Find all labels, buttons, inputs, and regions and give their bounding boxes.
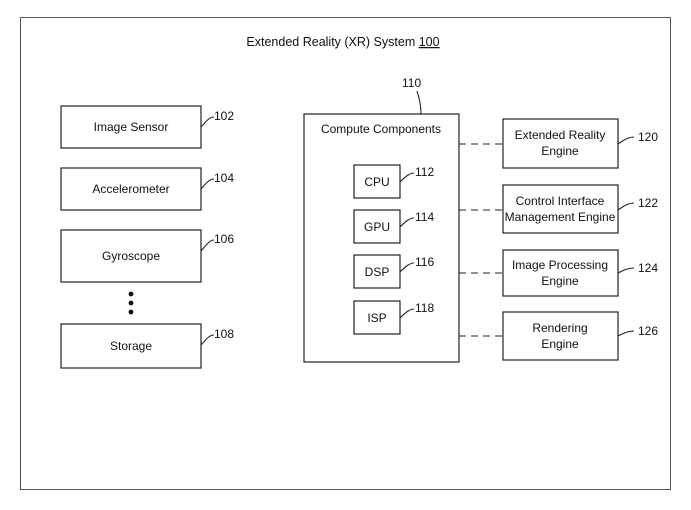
- system-ref: 100: [419, 35, 440, 49]
- engine-extended-reality: Extended Reality Engine 120: [502, 118, 658, 169]
- isp-leader: [399, 308, 415, 319]
- cpu-leader: [399, 172, 415, 183]
- gpu-leader: [399, 217, 415, 228]
- storage-label: Storage: [110, 339, 152, 353]
- rendering-engine-leader: [617, 330, 635, 337]
- isp-box: [353, 300, 401, 335]
- rendering-engine-box: [502, 311, 619, 361]
- control-interface-engine-ref: 122: [638, 196, 658, 210]
- gpu-box: [353, 209, 401, 244]
- dsp-ref: 116: [415, 255, 434, 269]
- image-processing-engine-ref: 124: [638, 261, 658, 275]
- isp-label: ISP: [367, 311, 386, 325]
- compute-components-leader: [416, 90, 422, 115]
- isp-ref: 118: [415, 301, 434, 315]
- cpu-label: CPU: [364, 175, 389, 189]
- sensor-storage: Storage 108: [60, 323, 234, 369]
- extended-reality-engine-label-line2: Engine: [541, 144, 579, 158]
- control-interface-engine-label-line2: Management Engine: [505, 210, 616, 224]
- extended-reality-engine-label-line1: Extended Reality: [515, 128, 606, 142]
- control-interface-engine-leader: [617, 202, 635, 211]
- compute-components-label: Compute Components: [321, 122, 441, 136]
- gpu-ref: 114: [415, 210, 434, 224]
- extended-reality-engine-ref: 120: [638, 130, 658, 144]
- accelerometer-leader: [200, 178, 215, 190]
- image-sensor-ref: 102: [214, 109, 234, 123]
- gyroscope-leader: [200, 239, 215, 252]
- extended-reality-engine-box: [502, 118, 619, 169]
- extended-reality-engine-leader: [617, 136, 635, 145]
- dsp-label: DSP: [365, 265, 390, 279]
- gyroscope-box: [60, 229, 202, 283]
- engine-control-interface: Control Interface Management Engine 122: [502, 184, 658, 234]
- control-interface-engine-label-line1: Control Interface: [516, 194, 605, 208]
- engine-rendering: Rendering Engine 126: [502, 311, 658, 361]
- storage-ref: 108: [214, 327, 234, 341]
- control-interface-engine-box: [502, 184, 619, 234]
- gpu-label: GPU: [364, 220, 390, 234]
- image-sensor-box: [60, 105, 202, 149]
- sensor-accelerometer: Accelerometer 104: [60, 167, 234, 211]
- rendering-engine-label-line1: Rendering: [532, 321, 587, 335]
- image-processing-engine-box: [502, 249, 619, 297]
- sensor-gyroscope: Gyroscope 106: [60, 229, 234, 283]
- accelerometer-label: Accelerometer: [92, 182, 169, 196]
- ellipsis-dots: [128, 291, 134, 315]
- gyroscope-ref: 106: [214, 232, 234, 246]
- sensor-image-sensor: Image Sensor 102: [60, 105, 234, 149]
- image-sensor-leader: [200, 116, 215, 128]
- engine-image-processing: Image Processing Engine 124: [502, 249, 658, 297]
- system-title: Extended Reality (XR) System 100: [246, 35, 439, 49]
- accelerometer-ref: 104: [214, 171, 234, 185]
- cpu-ref: 112: [415, 165, 434, 179]
- image-processing-engine-label-line2: Engine: [541, 274, 579, 288]
- dsp-box: [353, 254, 401, 289]
- image-processing-engine-label-line1: Image Processing: [512, 258, 608, 272]
- cpu-box: [353, 164, 401, 199]
- compute-components: Compute Components 110 CPU 112 GPU 114 D…: [303, 76, 460, 363]
- image-sensor-label: Image Sensor: [94, 120, 169, 134]
- image-processing-engine-leader: [617, 267, 635, 274]
- storage-box: [60, 323, 202, 369]
- gyroscope-label: Gyroscope: [102, 249, 160, 263]
- rendering-engine-ref: 126: [638, 324, 658, 338]
- dsp-leader: [399, 262, 415, 273]
- compute-components-ref: 110: [402, 76, 421, 90]
- rendering-engine-label-line2: Engine: [541, 337, 579, 351]
- storage-leader: [200, 334, 215, 346]
